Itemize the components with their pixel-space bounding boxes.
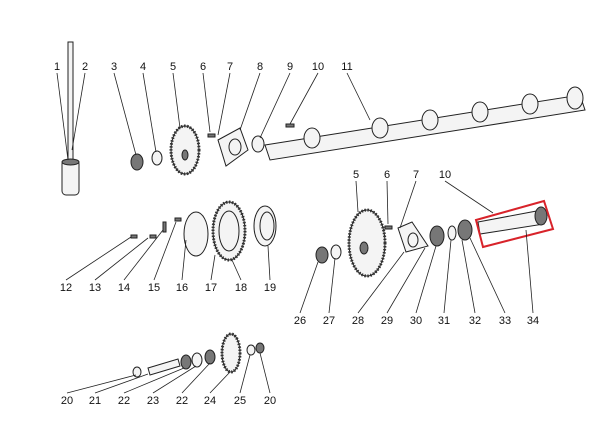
leader-line (239, 72, 261, 131)
leader-line (123, 367, 185, 394)
part-label: 25 (234, 395, 246, 407)
part-label: 16 (176, 282, 188, 294)
leader-line (172, 72, 181, 129)
leader-line (443, 239, 452, 314)
part-label: 20 (61, 395, 73, 407)
part-label: 5 (170, 61, 176, 73)
leader-line (181, 362, 211, 394)
leader-line (66, 374, 137, 394)
part-label: 6 (384, 169, 390, 181)
leader-line (94, 373, 149, 394)
highlight-box-part-34 (474, 199, 555, 249)
leader-line (181, 239, 187, 281)
leader-line (231, 259, 242, 281)
part-label: 30 (410, 315, 422, 327)
pushrod-assembly (61, 41, 80, 196)
part-label: 10 (312, 61, 324, 73)
leader-line (239, 354, 251, 394)
leader-lines (56, 72, 534, 394)
leader-line (259, 352, 271, 394)
top-gear-train (130, 123, 295, 176)
part-label: 28 (352, 315, 364, 327)
part-label: 8 (257, 61, 263, 73)
part-label: 13 (89, 282, 101, 294)
part-label: 5 (353, 169, 359, 181)
part-label: 2 (82, 61, 88, 73)
part-label: 19 (264, 282, 276, 294)
leader-line (415, 245, 437, 314)
leader-line (267, 245, 271, 281)
part-label: 33 (499, 315, 511, 327)
leader-line (94, 237, 149, 281)
part-label: 34 (527, 315, 539, 327)
part-label: 18 (235, 282, 247, 294)
part-label: 4 (140, 61, 146, 73)
part-label: 9 (287, 61, 293, 73)
leader-line (209, 371, 231, 394)
camshaft (264, 86, 586, 161)
leader-line (153, 221, 177, 281)
leader-line (399, 180, 417, 229)
leader-line (289, 72, 319, 125)
leader-line (525, 229, 534, 314)
part-label: 22 (176, 395, 188, 407)
part-label: 12 (60, 282, 72, 294)
part-label: 11 (341, 61, 352, 73)
part-label: 14 (118, 282, 130, 294)
leader-line (71, 72, 86, 151)
part-label: 22 (118, 395, 130, 407)
part-label: 24 (204, 395, 216, 407)
part-label: 32 (469, 315, 481, 327)
part-label: 15 (148, 282, 160, 294)
leader-line (202, 72, 211, 133)
part-label: 31 (438, 315, 450, 327)
right-gear-assembly (315, 206, 548, 278)
leader-line (469, 237, 506, 314)
part-label: 23 (147, 395, 159, 407)
middle-left-parts (130, 200, 277, 262)
part-label: 29 (381, 315, 393, 327)
part-label: 21 (89, 395, 101, 407)
part-label: 6 (200, 61, 206, 73)
part-label: 20 (264, 395, 276, 407)
leader-line (357, 251, 405, 314)
leader-line (123, 229, 164, 281)
leader-line (142, 72, 157, 153)
leader-line (210, 254, 216, 281)
leader-line (461, 239, 476, 314)
part-label: 1 (54, 61, 60, 73)
part-label: 7 (227, 61, 233, 73)
part-label: 26 (294, 315, 306, 327)
part-label: 27 (323, 315, 335, 327)
leader-line (386, 247, 426, 314)
leader-line (355, 180, 359, 213)
part-label: 3 (111, 61, 117, 73)
leader-line (217, 72, 231, 136)
leader-line (444, 180, 494, 214)
leader-line (152, 365, 197, 394)
part-label: 17 (205, 282, 217, 294)
leader-line (113, 72, 137, 156)
leader-line (259, 72, 291, 139)
part-label: 7 (413, 169, 419, 181)
leader-line (328, 257, 336, 314)
leader-line (65, 236, 132, 281)
part-label: 10 (439, 169, 451, 181)
leader-line (56, 72, 69, 161)
bottom-gear-assembly (132, 332, 265, 378)
leader-line (346, 72, 371, 121)
leader-line (299, 261, 319, 314)
leader-line (386, 180, 389, 225)
